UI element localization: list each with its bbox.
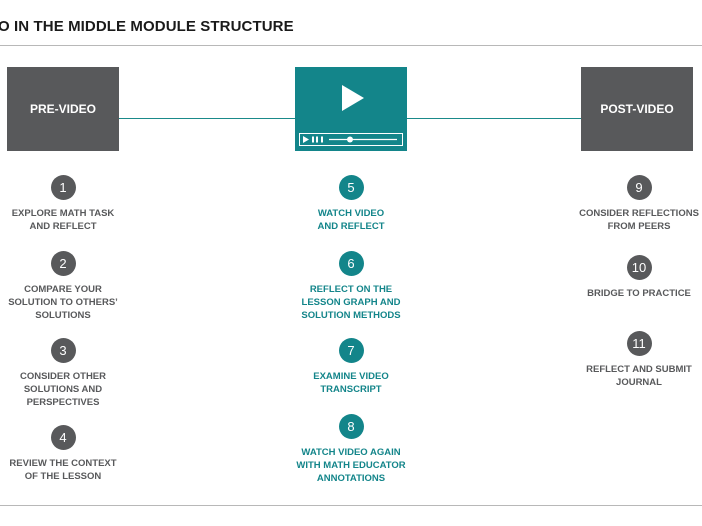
step-label: REFLECT AND SUBMIT JOURNAL — [586, 364, 692, 388]
step-label: COMPARE YOUR SOLUTION TO OTHERS’ SOLUTIO… — [8, 284, 118, 321]
step-3: 3 CONSIDER OTHER SOLUTIONS AND PERSPECTI… — [0, 338, 133, 409]
bottom-divider — [0, 505, 702, 506]
step-label: CONSIDER OTHER SOLUTIONS AND PERSPECTIVE… — [19, 371, 107, 408]
step-9: 9 CONSIDER REFLECTIONS FROM PEERS — [569, 175, 702, 233]
video-control-bar-icon — [299, 133, 403, 146]
page-title: O IN THE MIDDLE MODULE STRUCTURE — [0, 18, 294, 35]
step-6: 6 REFLECT ON THE LESSON GRAPH AND SOLUTI… — [281, 251, 421, 322]
step-number-badge: 4 — [50, 425, 76, 450]
step-number-badge: 7 — [338, 338, 364, 363]
step-number-badge: 1 — [50, 175, 76, 200]
step-label: REFLECT ON THE LESSON GRAPH AND SOLUTION… — [301, 284, 401, 321]
step-number-badge: 8 — [338, 414, 364, 439]
step-label: WATCH VIDEO AND REFLECT — [317, 208, 385, 232]
step-1: 1 EXPLORE MATH TASK AND REFLECT — [0, 175, 133, 233]
step-number-badge: 11 — [626, 331, 652, 356]
step-number-badge: 9 — [626, 175, 652, 200]
step-label: CONSIDER REFLECTIONS FROM PEERS — [579, 208, 699, 232]
step-10: 10 BRIDGE TO PRACTICE — [569, 255, 702, 300]
video-to-post-connector — [407, 118, 581, 119]
pre-video-label: PRE-VIDEO — [29, 102, 96, 116]
step-label: BRIDGE TO PRACTICE — [587, 288, 691, 299]
post-video-label: POST-VIDEO — [600, 102, 674, 116]
step-label: EXAMINE VIDEO TRANSCRIPT — [313, 371, 389, 395]
step-number-badge: 2 — [50, 251, 76, 276]
step-7: 7 EXAMINE VIDEO TRANSCRIPT — [281, 338, 421, 396]
step-5: 5 WATCH VIDEO AND REFLECT — [281, 175, 421, 233]
pre-video-box: PRE-VIDEO — [7, 67, 119, 151]
step-number-badge: 5 — [338, 175, 364, 200]
step-number-badge: 10 — [626, 255, 652, 280]
play-icon — [342, 85, 364, 111]
video-player-icon — [295, 67, 407, 151]
post-video-box: POST-VIDEO — [581, 67, 693, 151]
step-2: 2 COMPARE YOUR SOLUTION TO OTHERS’ SOLUT… — [0, 251, 133, 322]
pre-to-video-connector — [119, 118, 295, 119]
step-label: REVIEW THE CONTEXT OF THE LESSON — [9, 458, 117, 482]
step-8: 8 WATCH VIDEO AGAIN WITH MATH EDUCATOR A… — [281, 414, 421, 485]
step-number-badge: 3 — [50, 338, 76, 363]
step-4: 4 REVIEW THE CONTEXT OF THE LESSON — [0, 425, 133, 483]
step-number-badge: 6 — [338, 251, 364, 276]
step-11: 11 REFLECT AND SUBMIT JOURNAL — [569, 331, 702, 389]
top-divider — [0, 45, 702, 46]
step-label: WATCH VIDEO AGAIN WITH MATH EDUCATOR ANN… — [296, 447, 406, 484]
step-label: EXPLORE MATH TASK AND REFLECT — [11, 208, 115, 232]
